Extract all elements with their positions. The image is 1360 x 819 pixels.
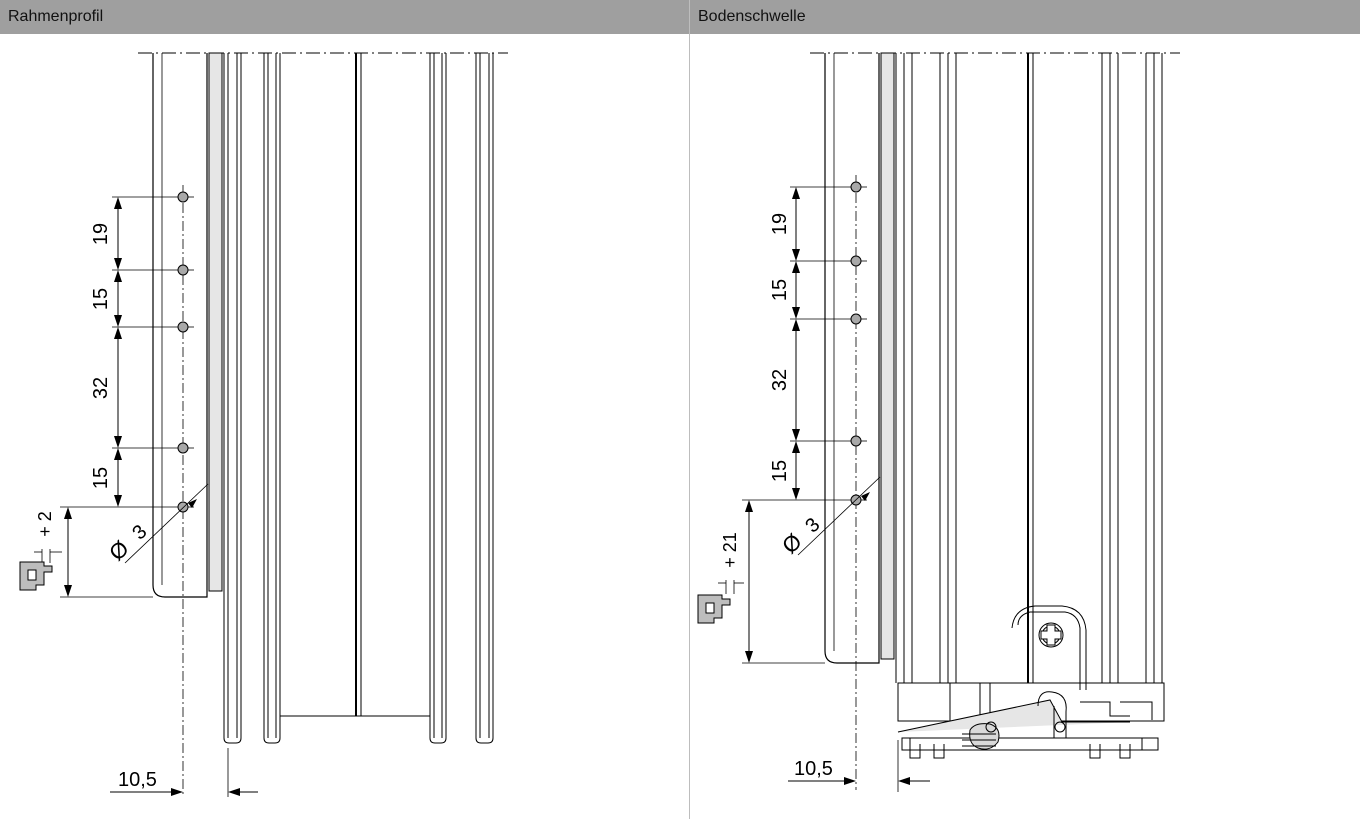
technical-drawing-bodenschwelle: 19 15 32 15 + 21 Ø 3 10,5 xyxy=(697,52,1180,792)
dimension-label: 32 xyxy=(769,369,791,391)
dimension-label: 15 xyxy=(90,467,112,489)
drill-hole xyxy=(850,313,862,325)
frame-profile xyxy=(824,53,880,664)
vertical-dimensions xyxy=(64,197,122,597)
panel-title: Rahmenprofil xyxy=(0,0,689,34)
dimension-label: 19 xyxy=(769,213,791,235)
bottom-dimension-label: 10,5 xyxy=(118,769,157,791)
drill-hole xyxy=(850,435,862,447)
dimension-label: 15 xyxy=(769,460,791,482)
dimension-label: 15 xyxy=(90,288,112,310)
hinge-part-icon xyxy=(697,594,731,624)
drill-hole xyxy=(177,264,189,276)
diameter-leader xyxy=(797,476,881,556)
diameter-label: 3 xyxy=(801,514,824,538)
screw-head-icon xyxy=(1038,622,1064,648)
hinge-part-icon xyxy=(19,561,53,591)
offset-label: + 2 xyxy=(35,511,55,537)
sash-profile xyxy=(895,53,1163,683)
vertical-dimensions xyxy=(745,187,800,663)
drill-hole xyxy=(177,501,189,513)
panel-rahmenprofil: Rahmenprofil xyxy=(0,0,690,819)
dimension-label: 32 xyxy=(90,377,112,399)
diameter-symbol: Ø xyxy=(104,536,134,566)
diameter-symbol: Ø xyxy=(777,529,807,559)
panel-title: Bodenschwelle xyxy=(690,0,1360,34)
offset-label: + 21 xyxy=(720,532,740,568)
seal-strip xyxy=(208,52,223,592)
horizontal-dimension xyxy=(110,788,258,796)
dimension-label: 19 xyxy=(90,223,112,245)
seal-strip xyxy=(880,52,895,660)
bottom-dimension-label: 10,5 xyxy=(794,758,833,780)
panel-bodenschwelle: Bodenschwelle xyxy=(690,0,1360,819)
drill-hole xyxy=(177,191,189,203)
dimension-label: 15 xyxy=(769,279,791,301)
threshold-assembly xyxy=(897,605,1165,759)
drill-hole xyxy=(177,321,189,333)
drill-hole xyxy=(850,255,862,267)
sash-profile xyxy=(223,53,494,744)
drill-hole xyxy=(177,442,189,454)
drill-hole xyxy=(850,181,862,193)
diameter-leader xyxy=(124,483,209,564)
technical-drawing-rahmenprofil: 19 15 32 15 + 2 Ø 3 10,5 xyxy=(19,52,508,797)
frame-profile xyxy=(152,53,208,598)
horizontal-dimension xyxy=(788,777,930,785)
